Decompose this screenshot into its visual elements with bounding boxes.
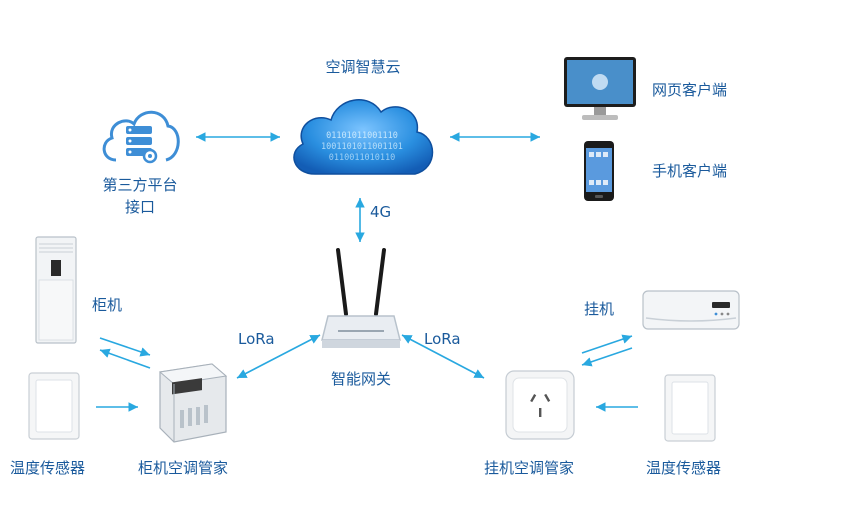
arrow-manager-to-cabinet bbox=[99, 348, 151, 369]
cabinet-ac-icon bbox=[35, 236, 77, 346]
third-party-platform-icon bbox=[98, 100, 182, 170]
cloud-icon: 01101011001110 1001101011001101 01100110… bbox=[283, 82, 441, 194]
monitor-icon bbox=[562, 55, 638, 123]
link-4g-label: 4G bbox=[370, 203, 392, 221]
svg-text:0110011010110: 0110011010110 bbox=[329, 153, 396, 163]
web-client-label: 网页客户端 bbox=[652, 81, 728, 99]
cabinet-manager-icon bbox=[146, 358, 230, 444]
arrow-cabinet-to-manager bbox=[99, 337, 151, 357]
cabinet-ac-label: 柜机 bbox=[92, 296, 123, 314]
phone-icon bbox=[583, 140, 615, 202]
gateway-router-icon bbox=[320, 244, 402, 354]
arrow-wall-ac-to-manager bbox=[581, 347, 633, 367]
wall-ac-icon bbox=[642, 290, 740, 332]
arrow-manager-to-wall-ac bbox=[581, 334, 633, 354]
temp-sensor-left-label: 温度传感器 bbox=[10, 459, 86, 477]
cloud-label: 空调智慧云 bbox=[325, 58, 401, 76]
temp-sensor-right-label: 温度传感器 bbox=[646, 459, 722, 477]
svg-text:01101011001110: 01101011001110 bbox=[326, 131, 398, 141]
mobile-client-label: 手机客户端 bbox=[652, 162, 728, 180]
third-party-label-line1: 第三方平台 bbox=[102, 176, 178, 194]
wall-manager-label: 挂机空调管家 bbox=[484, 459, 575, 477]
arrow-gateway-wall-manager bbox=[401, 334, 485, 379]
cabinet-manager-label: 柜机空调管家 bbox=[138, 459, 229, 477]
svg-text:1001101011001101: 1001101011001101 bbox=[321, 142, 403, 152]
temp-sensor-right-icon bbox=[664, 374, 716, 442]
arrow-gateway-cabinet-manager bbox=[236, 334, 321, 379]
temp-sensor-left-icon bbox=[28, 372, 80, 440]
lora-left-label: LoRa bbox=[238, 330, 275, 348]
gateway-label: 智能网关 bbox=[330, 370, 391, 388]
third-party-label-line2: 接口 bbox=[124, 198, 155, 216]
wall-ac-label: 挂机 bbox=[584, 300, 615, 318]
lora-right-label: LoRa bbox=[424, 330, 461, 348]
wall-manager-icon bbox=[505, 370, 575, 440]
